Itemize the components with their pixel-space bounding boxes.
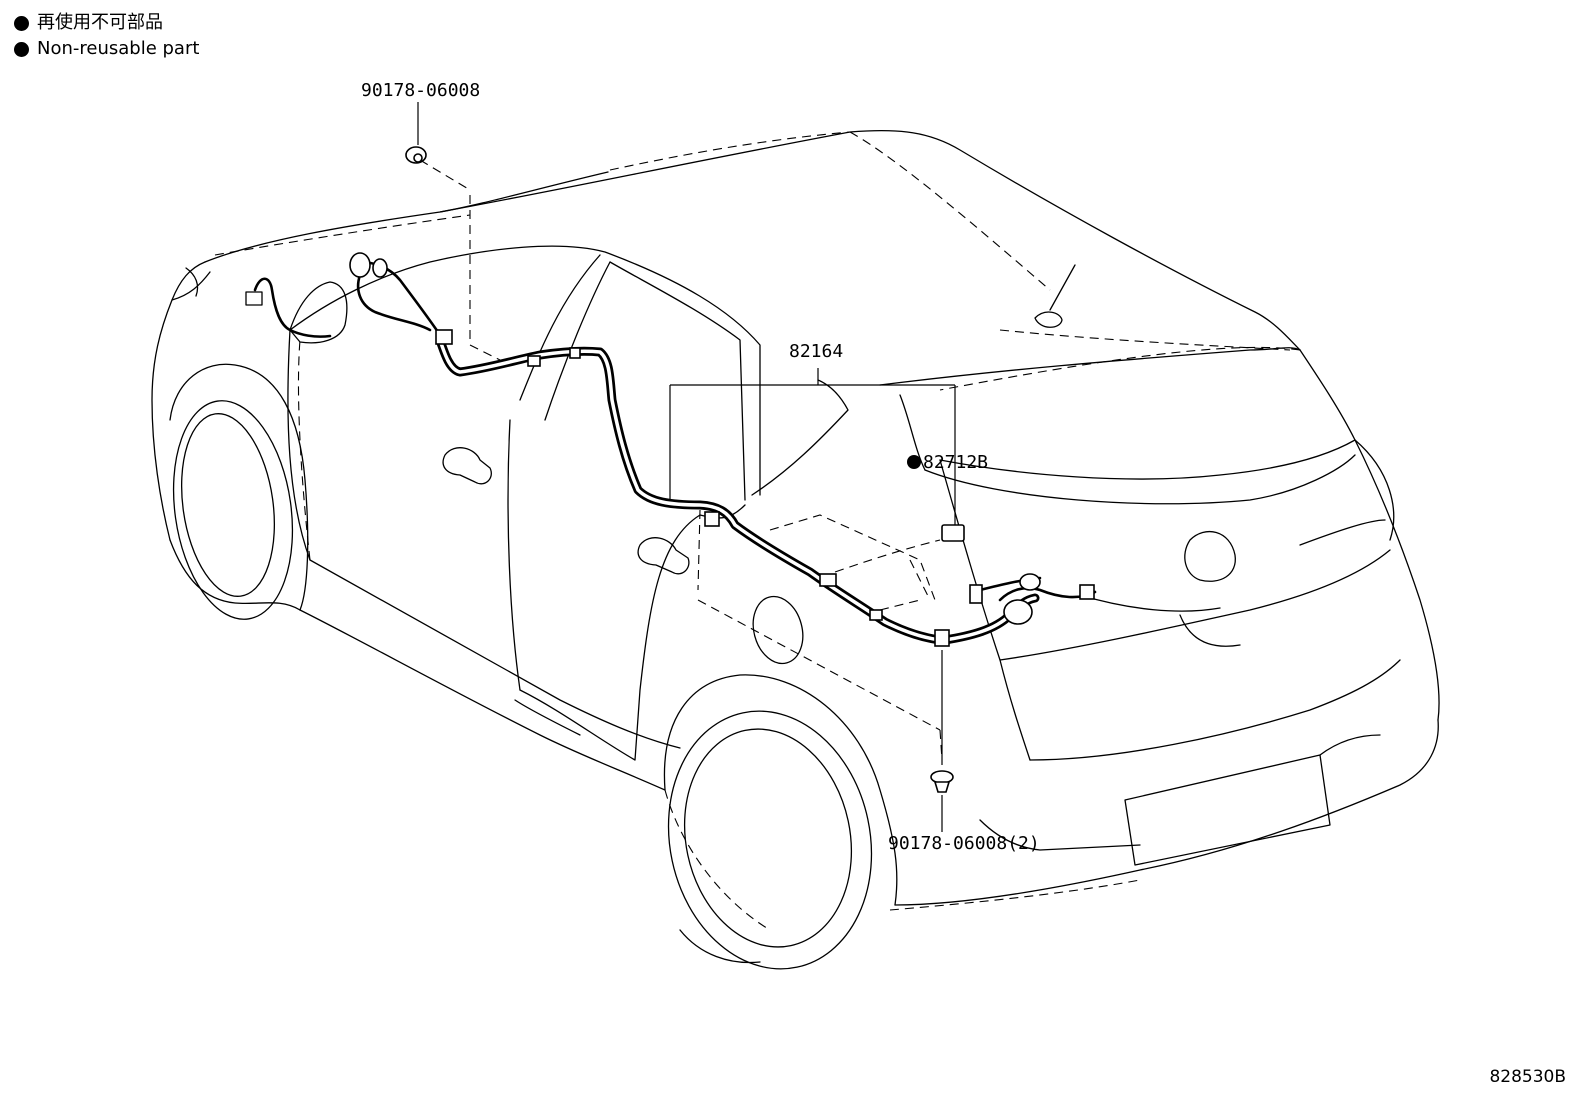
legend-row-en: Non-reusable part [14, 36, 199, 62]
non-reusable-dot-icon [14, 41, 29, 57]
protector-82712B [941, 395, 965, 542]
legend-text-en: Non-reusable part [37, 38, 200, 59]
callout-clip-bottom: 90178-06008(2) [888, 833, 1040, 854]
legend-text-jp: 再使用不可部品 [37, 12, 163, 33]
non-reusable-dot-icon [14, 15, 29, 31]
callout-clip-bottom-text: 90178-06008(2) [888, 833, 1040, 854]
diagram-id: 828530B [1489, 1067, 1566, 1087]
wire-harness-82164 [245, 252, 1097, 647]
callout-protector-text: 82712B [923, 452, 989, 473]
callout-harness: 82164 [789, 341, 843, 362]
harness-callout-bracket [669, 368, 956, 500]
callout-clip-top: 90178-06008 [361, 80, 480, 101]
callout-harness-text: 82164 [789, 341, 844, 362]
callout-protector: 82712B [907, 452, 988, 473]
clip-90178-06008-top [405, 102, 427, 164]
callout-clip-top-text: 90178-06008 [361, 80, 481, 101]
non-reusable-dot-icon [907, 455, 921, 469]
hidden-lines [214, 131, 1301, 931]
legend: 再使用不可部品 Non-reusable part [14, 10, 199, 62]
car-body-outline [151, 129, 1440, 970]
legend-row-jp: 再使用不可部品 [14, 10, 199, 36]
clip-90178-06008-bottom [930, 650, 954, 832]
